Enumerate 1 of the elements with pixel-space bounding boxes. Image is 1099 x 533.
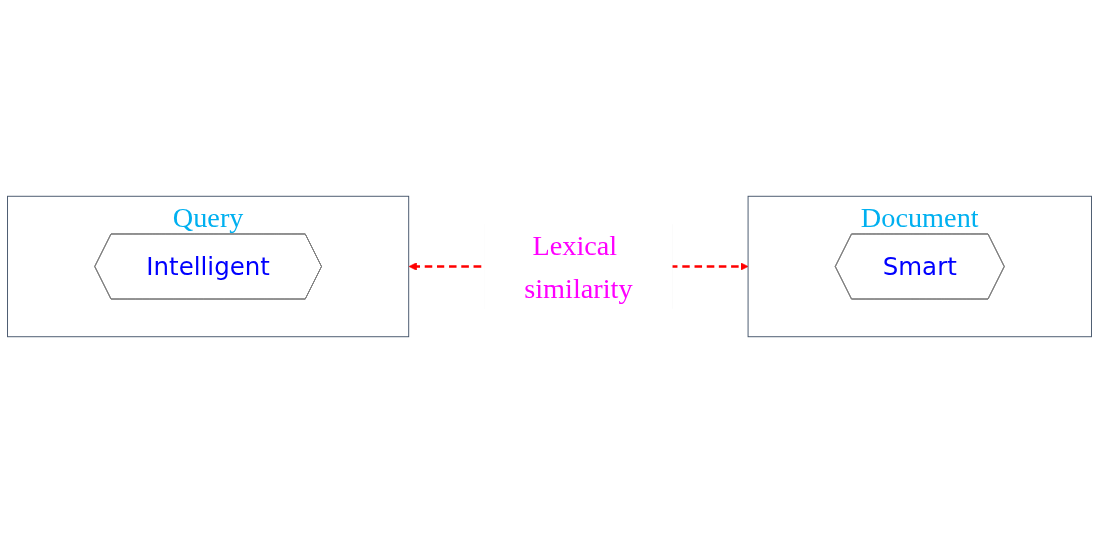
edge-label: Lexical similarity xyxy=(524,229,633,304)
